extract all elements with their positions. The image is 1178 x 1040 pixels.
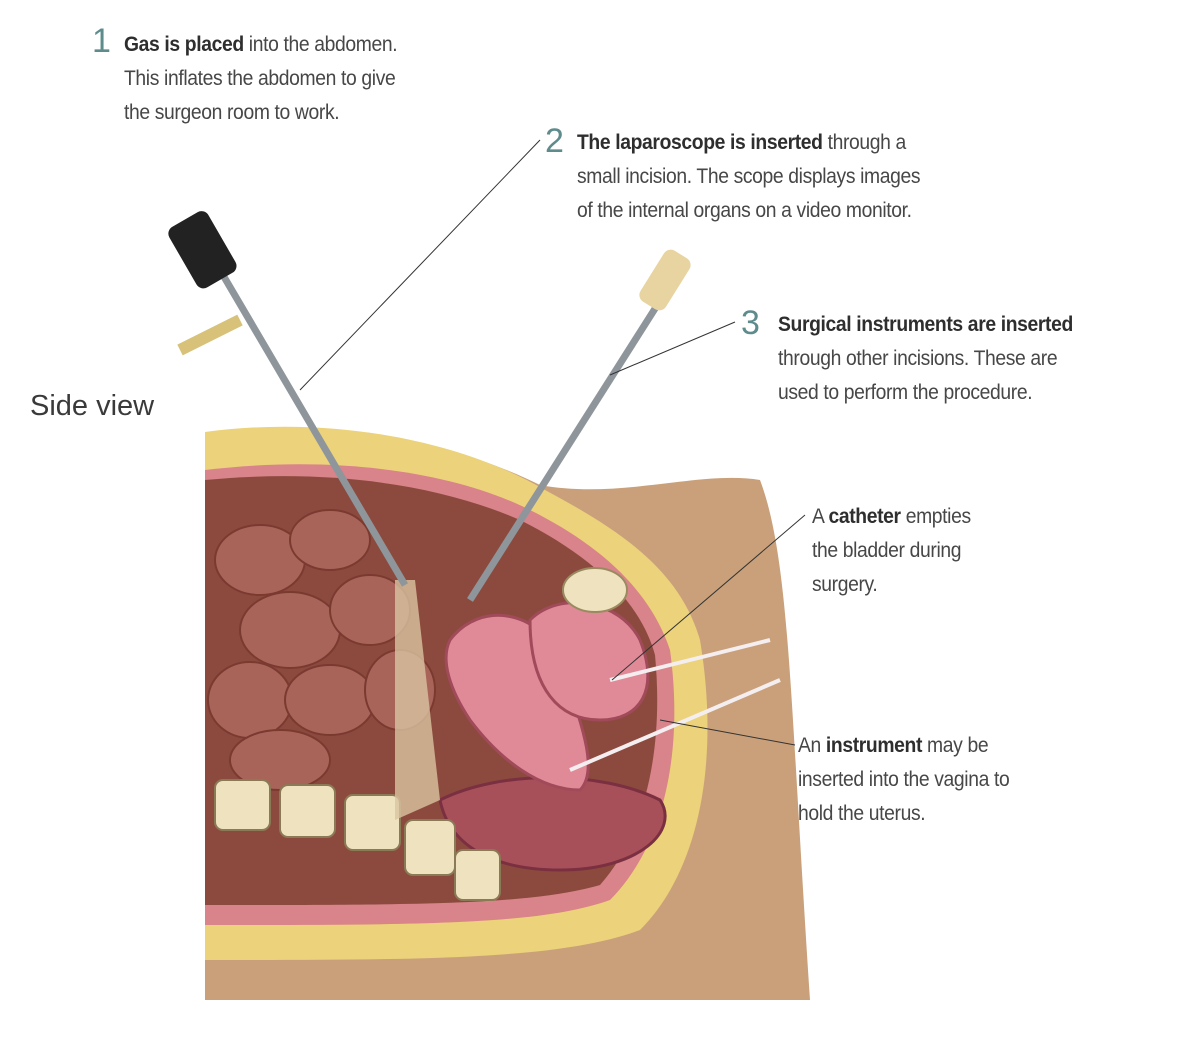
step-1-number: 1 [92,22,111,60]
pubic-bone [562,567,628,613]
laparoscope-eyepiece [168,211,237,289]
laparoscope [216,268,409,587]
intestines [207,509,436,791]
light-cone [395,580,440,820]
catheter [609,638,771,682]
instrument-handle [639,249,691,311]
surgical-instrument [467,283,673,602]
leader-lines [299,139,806,746]
view-label: Side view [30,390,155,422]
step-2-text: The laparoscope is inserted through a sm… [577,131,921,222]
spine [214,779,501,901]
step-3-number: 3 [741,304,760,342]
instrument-note: An instrument may be inserted into the v… [798,734,1010,825]
step-1-text: Gas is placed into the abdomen. This inf… [124,33,398,124]
gas-tube [177,314,243,356]
step-2-number: 2 [545,122,564,160]
vaginal-instrument [569,678,781,772]
step-3-text: Surgical instruments are inserted throug… [778,313,1073,404]
